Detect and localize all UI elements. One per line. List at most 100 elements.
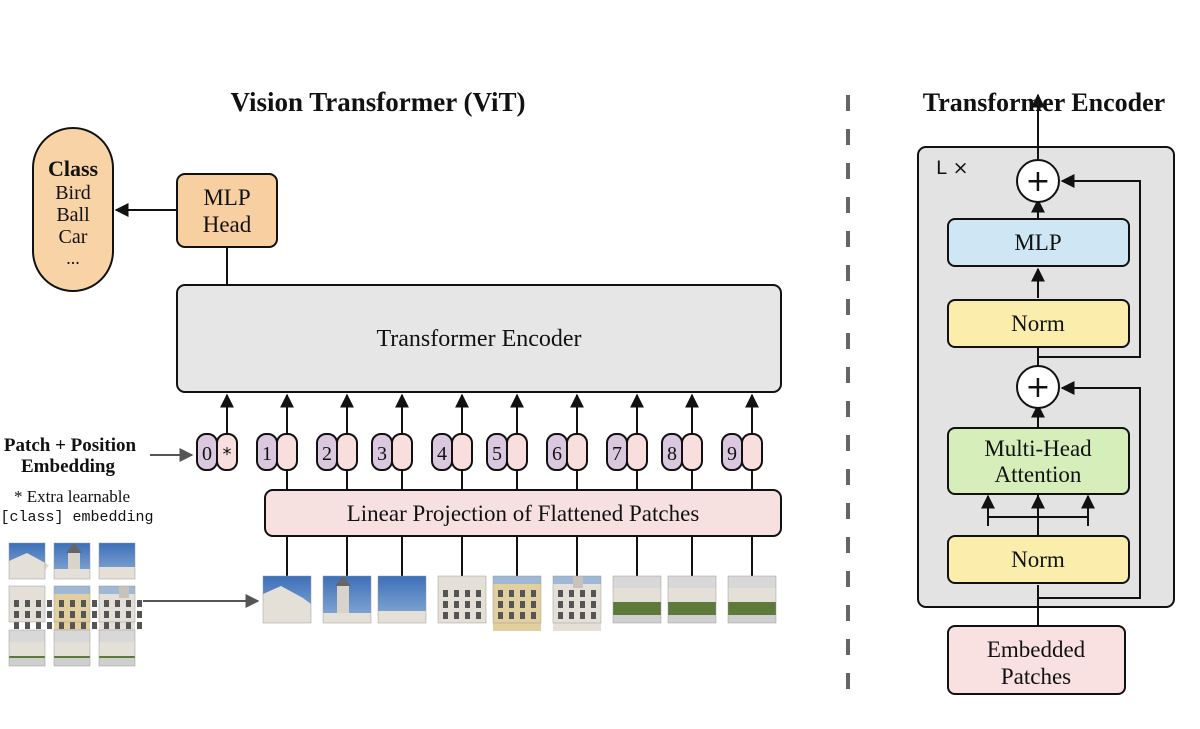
patch-building	[9, 553, 49, 579]
patch-window	[454, 612, 459, 619]
image-patch	[437, 575, 487, 624]
patch-window	[569, 601, 574, 608]
position-index: 1	[262, 443, 272, 465]
patch-window	[126, 622, 131, 629]
patch-window	[36, 611, 41, 618]
patch-building	[99, 642, 135, 656]
image-patch	[98, 629, 136, 667]
embedded-patches-label: Patches	[1001, 664, 1071, 689]
patch-border	[98, 585, 136, 623]
patch-window	[14, 611, 19, 618]
image-patch	[727, 575, 777, 624]
patch-window	[25, 611, 30, 618]
patch-window	[104, 622, 109, 629]
image-patch	[8, 629, 46, 667]
patch-path	[668, 615, 716, 623]
patch-window	[126, 611, 131, 618]
patch-window	[70, 600, 75, 607]
class-heading: Class	[48, 156, 99, 181]
patch-border	[8, 542, 46, 580]
patch-window	[137, 622, 142, 629]
patch-border	[98, 542, 136, 580]
position-index: 6	[552, 443, 562, 465]
position-index: 5	[492, 443, 502, 465]
patch-window	[531, 612, 536, 619]
patch-border	[667, 575, 717, 624]
patch-window	[580, 601, 585, 608]
class-item: ...	[66, 248, 80, 268]
image-patch	[8, 542, 49, 580]
transformer-encoder-box	[176, 284, 782, 393]
position-index: 8	[667, 443, 677, 465]
encoder-title: Transformer Encoder	[923, 88, 1165, 117]
patch-window	[104, 600, 109, 607]
position-index: 2	[322, 443, 332, 465]
class-item: Ball	[56, 204, 90, 226]
patch-border	[8, 585, 46, 623]
patch-window	[520, 590, 525, 597]
image-grid	[8, 542, 142, 667]
patch-window	[569, 612, 574, 619]
patch-border	[53, 585, 91, 623]
patch-border	[98, 629, 136, 667]
patch-window	[558, 590, 563, 597]
patch-window	[558, 612, 563, 619]
patch-window	[498, 612, 503, 619]
patch-border	[377, 575, 427, 624]
patch-window	[25, 622, 30, 629]
patch-window	[580, 590, 585, 597]
image-patch	[98, 585, 142, 630]
patch-window	[531, 601, 536, 608]
patch-window	[137, 600, 142, 607]
patch-spire	[335, 576, 351, 586]
patch-window	[59, 622, 64, 629]
patch-border	[322, 575, 372, 624]
patch-building	[613, 588, 661, 602]
image-patch	[8, 585, 52, 629]
patch-building	[54, 569, 90, 579]
transformer-encoder-label: Transformer Encoder	[376, 326, 581, 352]
residual-connection	[1038, 174, 1141, 358]
patch-building	[263, 586, 311, 623]
norm-top-box	[947, 299, 1130, 348]
patch-path	[613, 615, 661, 623]
patch-building	[378, 611, 426, 623]
image-patch	[612, 575, 662, 624]
image-patch	[377, 575, 427, 624]
attention-label: Attention	[995, 462, 1082, 487]
patch-window	[115, 600, 120, 607]
image-patch	[53, 542, 91, 580]
patch-building	[9, 642, 45, 656]
patch-window	[59, 611, 64, 618]
patch-window	[47, 622, 52, 629]
patch-path	[728, 615, 776, 623]
patch-window	[115, 611, 120, 618]
patch-window	[591, 612, 596, 619]
patch-border	[53, 542, 91, 580]
patch-building	[99, 567, 135, 579]
patch-path	[54, 658, 90, 666]
patch-window	[59, 600, 64, 607]
patch-window	[454, 601, 459, 608]
patch-window	[25, 600, 30, 607]
patch-embedding	[506, 433, 528, 471]
patch-window	[558, 601, 563, 608]
patch-window	[70, 622, 75, 629]
patch-border	[552, 575, 602, 624]
linear-projection-box	[264, 489, 782, 537]
norm-bottom-label: Norm	[1011, 547, 1065, 572]
patch-building	[728, 588, 776, 602]
patch-building	[323, 613, 371, 623]
patch-window	[70, 611, 75, 618]
patch-tower	[573, 576, 583, 588]
patch-window	[443, 601, 448, 608]
extra-note-class: [class] embedding	[0, 509, 153, 526]
patch-window	[115, 622, 120, 629]
image-patch	[552, 575, 602, 631]
patch-border	[612, 575, 662, 624]
patch-path	[99, 658, 135, 666]
patch-window	[520, 612, 525, 619]
class-item: Bird	[55, 182, 91, 204]
